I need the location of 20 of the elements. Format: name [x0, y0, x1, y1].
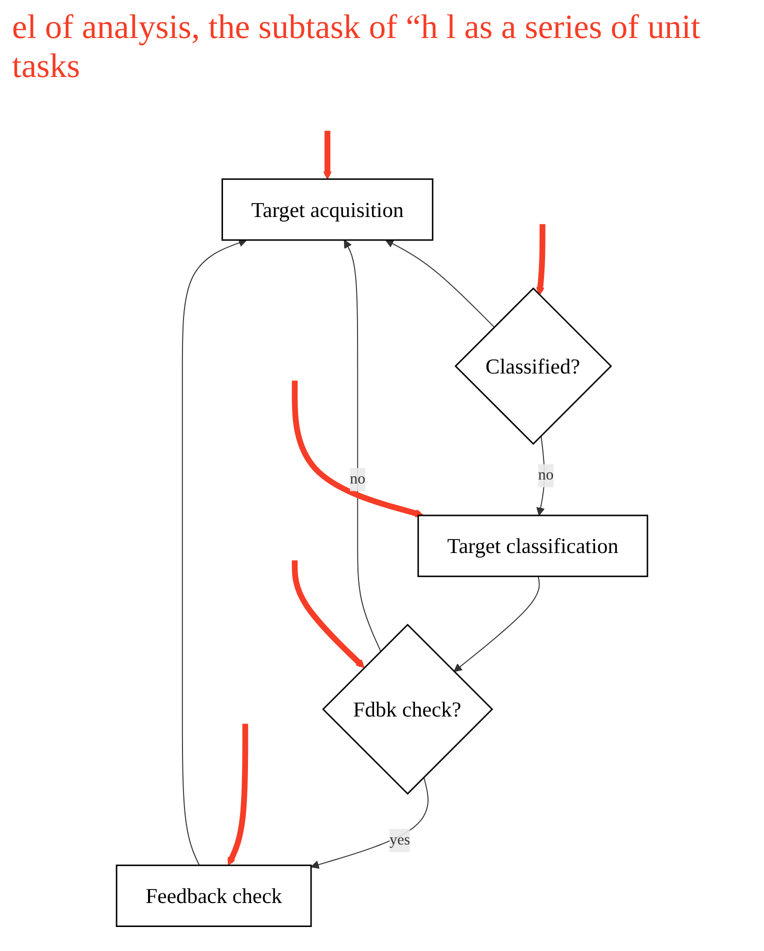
arrow [323, 130, 332, 180]
arrow [310, 776, 429, 869]
edge-label: yes [390, 829, 410, 852]
arrow [292, 380, 424, 518]
arrow [454, 576, 540, 672]
decision-diamond: Classified? [454, 288, 612, 446]
process-box: Target classification [417, 514, 648, 578]
arrow [227, 724, 248, 866]
arrow [536, 435, 545, 516]
arrow [385, 240, 495, 328]
decision-diamond: Fdbk check? [322, 624, 494, 795]
slide-text-overlay: el of analysis, the subtask of “h l as a series of unit tasks [12, 8, 702, 86]
process-box: Feedback check [116, 864, 312, 928]
edge-label: no [538, 464, 554, 488]
process-box: Target acquisition [222, 178, 434, 241]
edge-label: no [350, 468, 366, 492]
arrow [344, 240, 382, 652]
arrow [536, 224, 546, 296]
arrow [292, 560, 365, 668]
arrow [182, 238, 247, 866]
